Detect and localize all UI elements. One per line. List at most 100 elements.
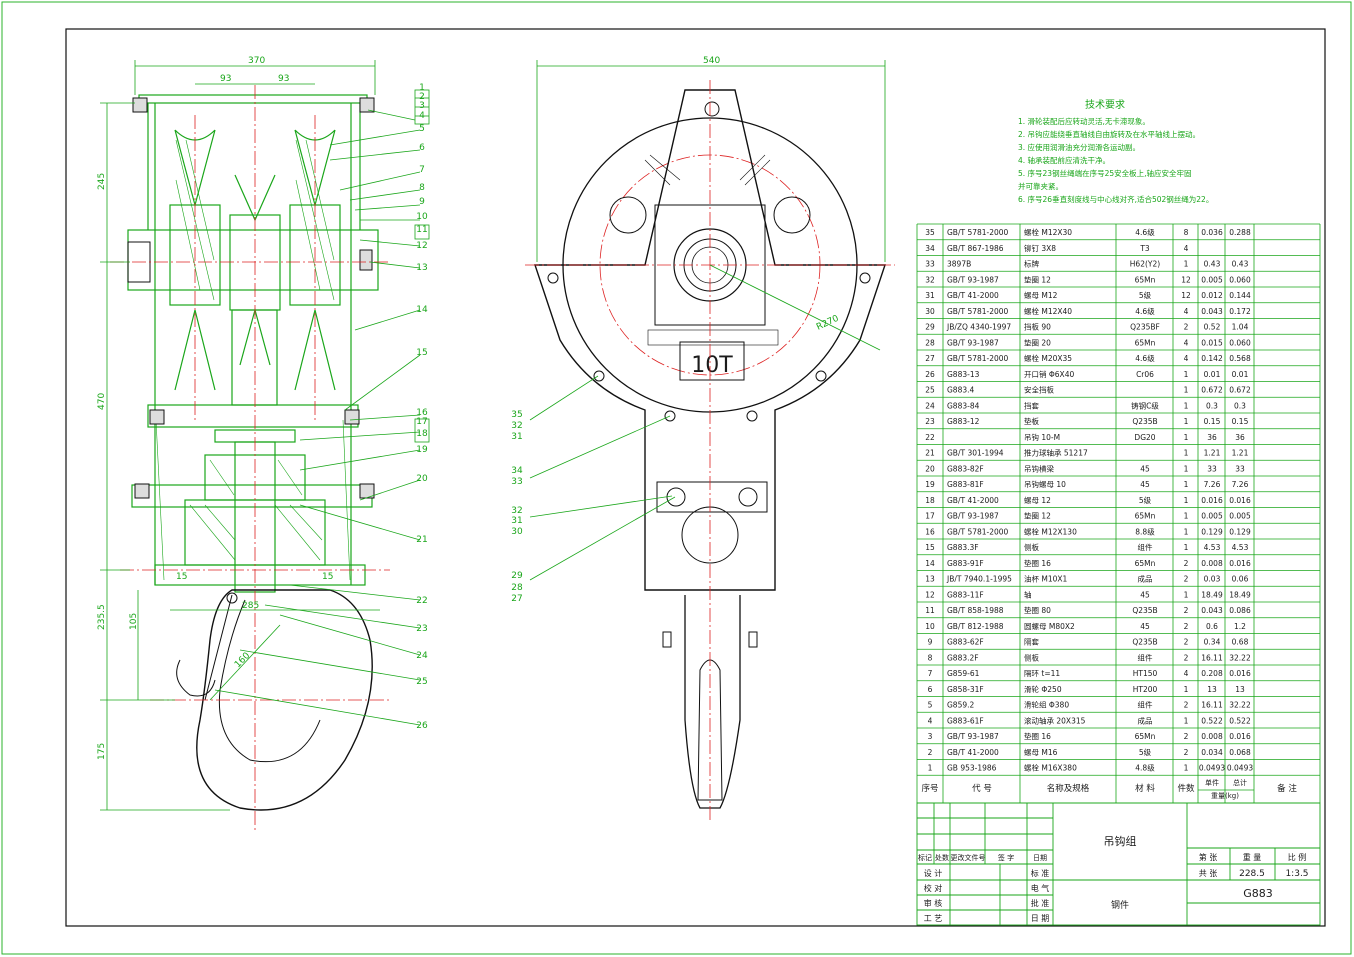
bom-cell-name: 安全挡板 bbox=[1024, 385, 1054, 395]
part-number-label: 21 bbox=[416, 535, 427, 545]
bom-cell-unit: 0.52 bbox=[1204, 323, 1221, 332]
bom-cell-unit: 0.015 bbox=[1201, 338, 1223, 347]
bom-cell-qty: 2 bbox=[1184, 653, 1189, 662]
part-number-label: 6 bbox=[419, 143, 425, 153]
bom-cell-material: 成品 bbox=[1138, 715, 1153, 725]
bom-cell-unit: 0.016 bbox=[1201, 496, 1223, 505]
bom-cell-unit: 0.005 bbox=[1201, 275, 1223, 284]
bom-cell-no: 12 bbox=[925, 590, 935, 599]
part-number-label: 25 bbox=[416, 677, 427, 687]
bom-cell-name: 垫圈 12 bbox=[1024, 511, 1051, 521]
bom-cell-code: G883-62F bbox=[947, 638, 984, 647]
bom-cell-material: 4.6级 bbox=[1135, 306, 1155, 316]
bom-cell-name: 滚动轴承 20X315 bbox=[1024, 715, 1086, 725]
bom-cell-no: 31 bbox=[925, 291, 935, 300]
bom-header-material: 材 料 bbox=[1135, 783, 1155, 794]
bom-cell-code: GB/T 93-1987 bbox=[947, 512, 999, 521]
bom-cell-unit: 0.008 bbox=[1201, 732, 1223, 741]
front-view: 370 93 93 15 15 285 160 245 470 235.5 17… bbox=[97, 56, 430, 830]
bom-cell-material: Q235BF bbox=[1130, 323, 1160, 332]
tb-role-2: 校 对 bbox=[924, 883, 943, 893]
bom-cell-unit: 0.3 bbox=[1206, 401, 1218, 410]
part-number-label: 24 bbox=[416, 651, 428, 661]
part-number-label: 9 bbox=[419, 197, 425, 207]
bom-header-code: 代 号 bbox=[972, 783, 992, 794]
dim-pitch-right: 93 bbox=[278, 74, 289, 84]
bom-cell-code: G858-31F bbox=[947, 685, 984, 694]
part-number-label: 2 bbox=[419, 92, 425, 102]
bom-cell-no: 22 bbox=[925, 433, 935, 442]
side-part-number-label: 31 bbox=[511, 432, 522, 442]
bom-cell-name: 螺栓 M12X40 bbox=[1024, 306, 1072, 316]
bom-cell-unit: 0.008 bbox=[1201, 559, 1223, 568]
bom-cell-name: 隔环 t=11 bbox=[1024, 669, 1060, 678]
bom-cell-material: 4.6级 bbox=[1135, 353, 1155, 363]
bom-cell-total: 0.568 bbox=[1229, 354, 1251, 363]
bom-cell-qty: 1 bbox=[1184, 464, 1189, 473]
bom-header-unit-weight: 单件 bbox=[1205, 778, 1219, 787]
bom-cell-code: G883-12 bbox=[947, 417, 980, 426]
bom-cell-no: 33 bbox=[925, 260, 935, 269]
part-number-label: 5 bbox=[419, 124, 425, 134]
bom-cell-no: 35 bbox=[925, 228, 935, 237]
part-number-label: 19 bbox=[416, 445, 428, 455]
bom-cell-unit: 0.0493 bbox=[1199, 764, 1225, 773]
bom-cell-unit: 0.043 bbox=[1201, 307, 1223, 316]
bom-cell-material: 组件 bbox=[1138, 652, 1154, 662]
part-number-label: 7 bbox=[419, 165, 425, 175]
bom-cell-qty: 1 bbox=[1184, 370, 1189, 379]
bom-cell-code: G883-84 bbox=[947, 401, 980, 410]
bom-cell-unit: 0.34 bbox=[1204, 638, 1221, 647]
bom-cell-no: 17 bbox=[925, 512, 935, 521]
bom-cell-qty: 4 bbox=[1184, 354, 1189, 363]
bom-cell-unit: 0.129 bbox=[1201, 527, 1223, 536]
bom-cell-code: GB/T 93-1987 bbox=[947, 338, 999, 347]
bom-cell-unit: 7.26 bbox=[1204, 480, 1221, 489]
bom-cell-qty: 1 bbox=[1184, 590, 1189, 599]
tb-material: 钢件 bbox=[1111, 899, 1129, 911]
bom-cell-code: GB/T 5781-2000 bbox=[947, 228, 1009, 237]
part-number-label: 23 bbox=[416, 624, 427, 634]
bom-cell-name: 垫圈 20 bbox=[1024, 337, 1051, 347]
part-number-label: 1 bbox=[419, 83, 425, 93]
bom-cell-material: 65Mn bbox=[1135, 732, 1156, 741]
tech-requirement-item: 2. 吊钩应能绕垂直轴线自由旋转及在水平轴线上摆动。 bbox=[1018, 129, 1200, 139]
bom-cell-qty: 1 bbox=[1184, 764, 1189, 773]
bom-cell-total: 36 bbox=[1235, 433, 1245, 442]
bom-cell-total: 0.522 bbox=[1229, 716, 1251, 725]
tb-sheets-total: 共 张 bbox=[1199, 869, 1218, 878]
tb-change-count: 处数 bbox=[935, 853, 949, 862]
bom-cell-unit: 13 bbox=[1207, 685, 1217, 694]
bom-header-total-weight: 总计 bbox=[1233, 778, 1247, 787]
bom-cell-unit: 0.036 bbox=[1201, 228, 1223, 237]
bom-cell-material: 5级 bbox=[1139, 290, 1152, 300]
bom-cell-name: 开口销 Φ6X40 bbox=[1024, 369, 1074, 379]
bom-cell-name: 垫圈 80 bbox=[1024, 605, 1051, 615]
tb-sheet-of: 第 张 bbox=[1199, 852, 1218, 862]
bom-cell-no: 29 bbox=[925, 323, 935, 332]
bom-cell-total: 1.21 bbox=[1232, 449, 1249, 458]
bom-cell-no: 28 bbox=[925, 338, 935, 347]
tb-weight-header: 重 量 bbox=[1243, 852, 1262, 862]
bom-cell-qty: 12 bbox=[1181, 291, 1191, 300]
bom-cell-qty: 1 bbox=[1184, 260, 1189, 269]
bom-cell-material: 4.6级 bbox=[1135, 227, 1155, 237]
bom-cell-qty: 2 bbox=[1184, 701, 1189, 710]
bom-cell-no: 16 bbox=[925, 527, 935, 536]
bom-cell-material: 65Mn bbox=[1135, 338, 1156, 347]
bom-cell-unit: 16.11 bbox=[1201, 701, 1223, 710]
bom-cell-unit: 0.672 bbox=[1201, 386, 1223, 395]
bom-cell-unit: 0.012 bbox=[1201, 291, 1223, 300]
bom-cell-material: Q235B bbox=[1132, 638, 1157, 647]
bom-header-name: 名称及规格 bbox=[1047, 783, 1090, 794]
bom-cell-material: HT200 bbox=[1133, 685, 1158, 694]
bom-cell-unit: 33 bbox=[1207, 464, 1217, 473]
bom-cell-no: 8 bbox=[928, 653, 933, 662]
bom-cell-name: 滑轮 Φ250 bbox=[1024, 684, 1062, 694]
bom-cell-total: 7.26 bbox=[1232, 480, 1249, 489]
dim-height-top: 245 bbox=[97, 173, 107, 190]
bom-cell-qty: 1 bbox=[1184, 685, 1189, 694]
tb-role-1: 设 计 bbox=[924, 868, 943, 878]
bom-cell-material: 组件 bbox=[1138, 700, 1154, 710]
